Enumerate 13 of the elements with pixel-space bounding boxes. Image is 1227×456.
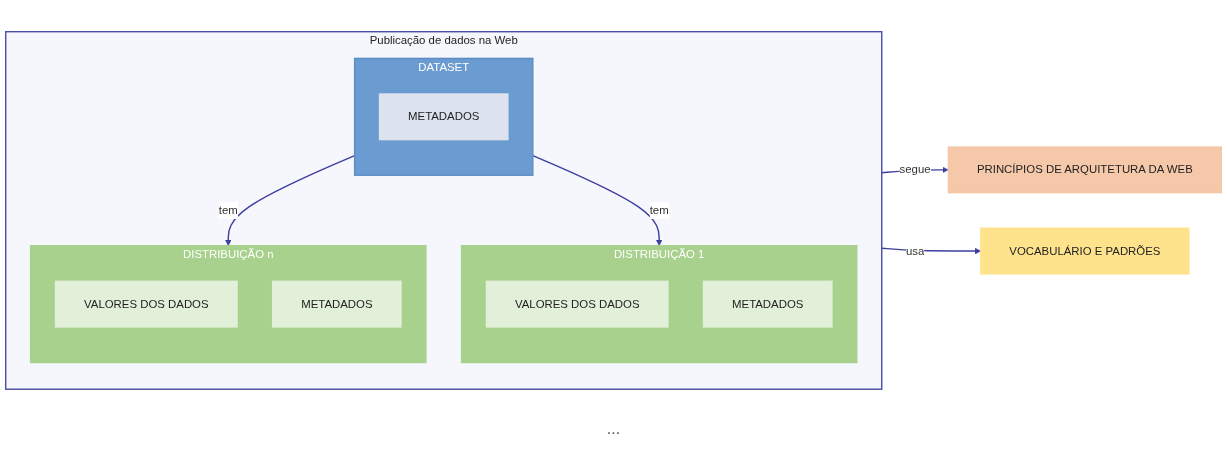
- edge-label: segue: [899, 162, 931, 176]
- ellipsis-text: ...: [606, 420, 621, 437]
- edge-label: tem: [218, 203, 238, 216]
- edge-label: tem: [649, 203, 669, 216]
- node-box: VOCABULÁRIO E PADRÕES: [980, 227, 1190, 275]
- node-box: METADADOS: [702, 280, 833, 328]
- node-box: METADADOS: [378, 92, 509, 140]
- node-box: PRINCÍPIOS DE ARQUITETURA DA WEB: [947, 145, 1222, 193]
- node-box: VALORES DOS DADOS: [485, 280, 669, 328]
- arrow: [532, 154, 663, 246]
- node-box: METADADOS: [271, 280, 402, 328]
- node-box: VALORES DOS DADOS: [54, 280, 238, 328]
- edge-label: usa: [905, 244, 925, 257]
